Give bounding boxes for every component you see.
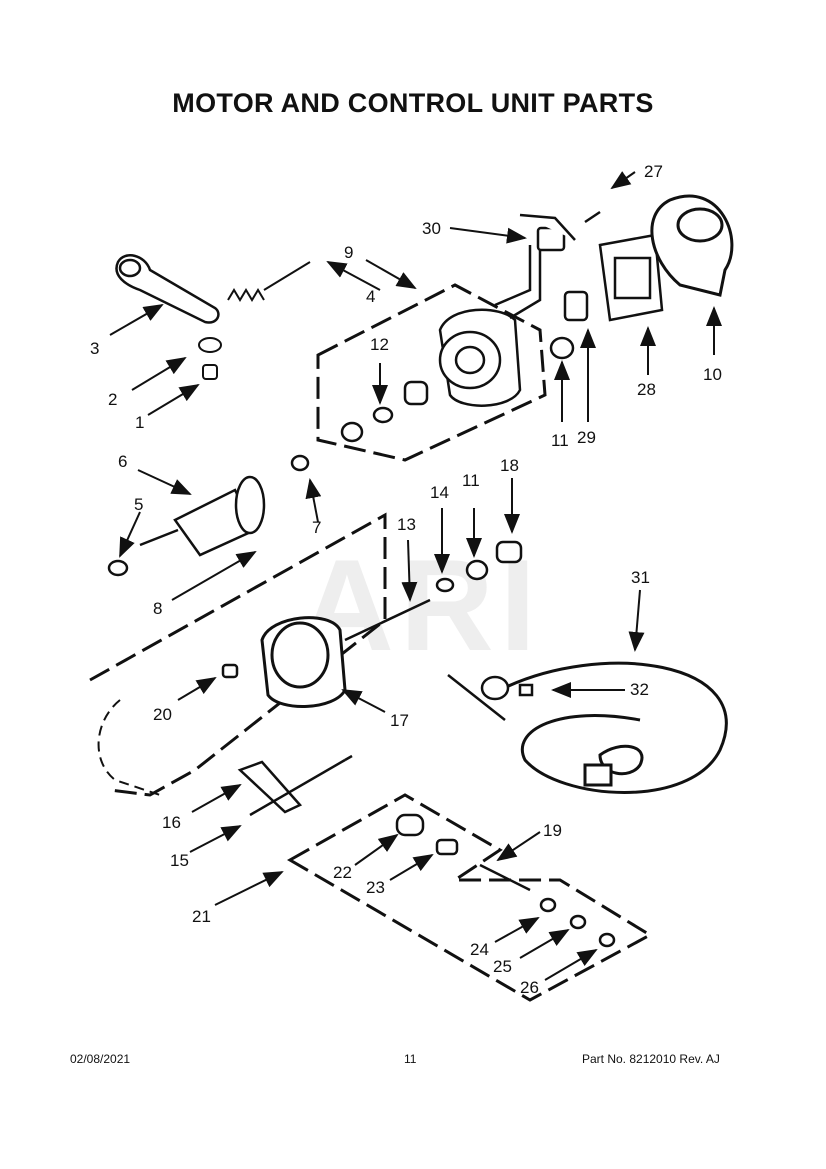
callout-30: 30: [422, 219, 441, 238]
callout-11a: 11: [551, 431, 569, 450]
callout-26: 26: [520, 978, 539, 997]
part-strain-relief: [447, 674, 534, 721]
footer-page-number: 11: [404, 1052, 417, 1066]
callout-8: 8: [153, 599, 162, 618]
callout-3: 3: [90, 339, 99, 358]
callout-24: 24: [470, 940, 489, 959]
callout-22: 22: [333, 863, 352, 882]
part-lever: [115, 254, 220, 324]
callout-2: 2: [108, 390, 117, 409]
part-armature: [107, 454, 310, 577]
part-spring: [227, 261, 311, 302]
callout-6: 6: [118, 452, 127, 471]
part-power-cord: [499, 661, 728, 794]
page-title: MOTOR AND CONTROL UNIT PARTS: [172, 88, 654, 118]
callout-10: 10: [703, 365, 722, 384]
part-small-components: [221, 663, 353, 817]
callout-14: 14: [430, 483, 449, 502]
callout-9: 9: [344, 243, 353, 262]
callout-15: 15: [170, 851, 189, 870]
part-shaft-set: [344, 540, 523, 642]
part-end-frame: [340, 308, 522, 443]
part-stator: [260, 616, 347, 708]
part-control-unit: [519, 210, 664, 360]
callout-17: 17: [390, 711, 409, 730]
callout-31: 31: [631, 568, 650, 587]
callout-21: 21: [192, 907, 211, 926]
callout-7: 7: [312, 518, 321, 537]
part-washer-screw: [198, 337, 222, 380]
group-outline-housing: [89, 512, 387, 797]
callout-4: 4: [366, 287, 375, 306]
callout-16: 16: [162, 813, 181, 832]
callout-19: 19: [543, 821, 562, 840]
footer-date: 02/08/2021: [70, 1052, 131, 1066]
callout-18: 18: [500, 456, 519, 475]
callout-29: 29: [577, 428, 596, 447]
callout-1: 1: [135, 413, 144, 432]
callout-11b: 11: [462, 471, 480, 490]
group-outline-21: [286, 793, 654, 1002]
callout-28: 28: [637, 380, 656, 399]
callout-23: 23: [366, 878, 385, 897]
callout-25: 25: [493, 957, 512, 976]
part-gasket: [650, 194, 734, 297]
callout-20: 20: [153, 705, 172, 724]
callout-5: 5: [134, 495, 143, 514]
callout-13: 13: [397, 515, 416, 534]
group-outline-9: [316, 283, 547, 462]
footer-part-number: Part No. 8212010 Rev. AJ: [582, 1052, 720, 1066]
part-speed-control: [395, 813, 616, 948]
callout-27: 27: [644, 162, 663, 181]
callout-12: 12: [370, 335, 389, 354]
callout-32: 32: [630, 680, 649, 699]
